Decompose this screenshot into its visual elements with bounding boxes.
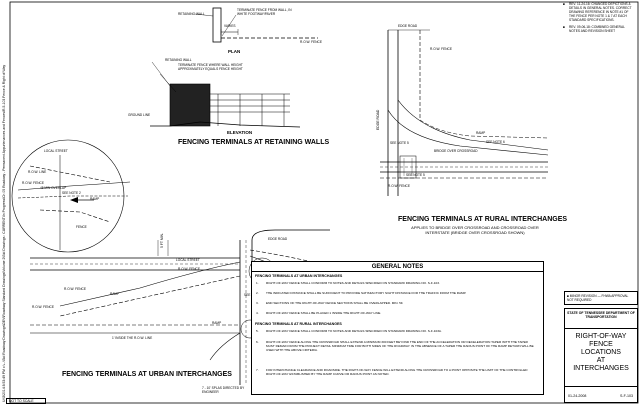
note-item: 1. RIGHT-OF-WAY FENCE SHALL CONFORM TO N… [256, 281, 536, 285]
label-edge-road-rural-2: EDGE ROAD [376, 109, 380, 130]
title-block: STATE OF TENNESSEE DEPARTMENT OF TRANSPO… [564, 308, 638, 403]
sheet-number: S-F-103 [620, 394, 633, 398]
label-see-note-6-rural: SEE NOTE 6 [486, 140, 505, 144]
title-block-footer: 01-24-2008 S-F-103 [565, 389, 637, 403]
note-number: 7. [256, 368, 259, 372]
label-fence-detail: FENCE [76, 225, 87, 229]
rural-interchange [380, 29, 549, 196]
label-retaining-wall: RETAINING WALL [178, 12, 205, 16]
label-ramp-urban: RAMP [110, 292, 120, 296]
revision-legend: ■ REV. 11-24-16: CHANGED DEPICTIONS & DE… [563, 2, 638, 50]
plan-label: PLAN [228, 49, 241, 54]
sheet-title-line: AT [596, 357, 606, 364]
sheet-title-line: LOCATIONS [581, 349, 621, 356]
label-row-fence-urban-3: R.O.W. FENCE [32, 305, 54, 309]
detail-circle [11, 139, 131, 253]
note-text: THE INDICATED DISTANCE SHALL BE SUFFICIE… [266, 291, 467, 295]
caption-urban: FENCING TERMINALS AT URBAN INTERCHANGES [62, 371, 232, 378]
note-number: 2. [256, 291, 259, 295]
note-number: 3. [256, 301, 259, 305]
label-ground-line: GROUND LINE [128, 113, 151, 117]
agency-name: STATE OF TENNESSEE DEPARTMENT OF TRANSPO… [565, 309, 637, 329]
notes-section-rural: FENCING TERMINALS AT RURAL INTERCHANGES [255, 322, 342, 326]
ramp-splas-note: 7 - 10' SPLAS DIRECTED BY ENGINEER [202, 386, 245, 394]
label-row-fence-urban-2: R.O.W. FENCE [64, 287, 86, 291]
note-item: 6. RIGHT-OF-WAY FENCE ALONG THE CROSSROA… [256, 340, 536, 352]
note-item: 5. RIGHT-OF-WAY FENCE SHALL CONFORM TO N… [256, 329, 536, 333]
label-terminate-fence: TERMINATE FENCE FROM WALL, IN WHITE FOOT… [237, 8, 292, 16]
legend-item: ■ REV. 09-06-18: COMBINED GENERAL NOTES … [563, 25, 638, 33]
note-text: RIGHT-OF-WAY FENCE SHALL CONFORM TO NOTE… [266, 329, 442, 333]
caption-rural-sub: APPLIES TO BRIDGE OVER CROSSROAD AND CRO… [411, 225, 539, 235]
label-fence-min: 5 FT MIN. [160, 232, 164, 248]
legend-bullet-icon: ■ [563, 2, 565, 6]
sheet-title-line: FENCE [589, 341, 613, 348]
note-item: 4. RIGHT-OF-WAY FENCE SHALL BE PLACED 1 … [256, 311, 536, 315]
label-row-line-detail: R.O.W. LINE [28, 170, 47, 174]
legend-text: REV. 11-24-16: CHANGED DEPICTIONS & DETA… [569, 2, 632, 22]
notes-section-urban: FENCING TERMINALS AT URBAN INTERCHANGES [255, 274, 343, 278]
revision-note: ■ MINOR REVISION — FHWA APPROVAL NOT REQ… [564, 291, 638, 305]
caption-retaining-walls: FENCING TERMINALS AT RETAINING WALLS [178, 139, 330, 146]
label-local-street-detail: LOCAL STREET [44, 149, 68, 153]
label-see-note-5-rural: SEE NOTE 5 [390, 141, 409, 145]
label-edge-road-urban: EDGE ROAD [268, 237, 288, 241]
retaining-wall-elevation [150, 61, 301, 128]
general-notes-title: GENERAL NOTES [252, 262, 543, 272]
sheet-title: RIGHT-OF-WAY FENCE LOCATIONS AT INTERCHA… [565, 329, 637, 387]
label-overlap-detail: 45 MIN OVERLAP [40, 186, 67, 190]
label-ramp-detail: RAMP [90, 197, 100, 201]
note-text: RIGHT-OF-WAY FENCE SHALL CONFORM TO NOTE… [266, 281, 440, 285]
elevation-label: ELEVATION [227, 130, 253, 135]
label-bridge: BRIDGE OVER CROSSROAD [434, 149, 478, 153]
legend-item: ■ REV. 11-24-16: CHANGED DEPICTIONS & DE… [563, 2, 638, 22]
label-row-fence-rural-2: R.O.W. FENCE [388, 184, 410, 188]
note-text: RIGHT-OF-WAY FENCE SHALL BE PLACED 1 INS… [266, 311, 382, 315]
label-varies: VARIES [224, 24, 236, 28]
note-number: 5. [256, 329, 259, 333]
note-number: 1. [256, 281, 259, 285]
general-notes-box: GENERAL NOTES FENCING TERMINALS AT URBAN… [251, 261, 544, 395]
note-number: 6. [256, 340, 259, 344]
label-ramp-urban-2: RAMP [212, 321, 222, 325]
note-item: 7. FOR INTERCHANGE CLEARANCE AND ROADSID… [256, 368, 536, 376]
legend-bullet-icon: ■ [563, 25, 565, 29]
sheet-title-line: RIGHT-OF-WAY [575, 333, 627, 340]
label-see-note-detail: SEE NOTE 2 [62, 191, 81, 195]
label-see-note-5-rural-2: SEE NOTE 5 [406, 173, 425, 177]
caption-rural: FENCING TERMINALS AT RURAL INTERCHANGES [398, 216, 568, 223]
label-row-fence-urban: R.O.W. FENCE [178, 267, 200, 271]
label-row-fence: R.O.W. FENCE [300, 40, 322, 44]
label-terminate-height: TERMINATE FENCE WHERE WALL HEIGHT APPROX… [178, 63, 243, 71]
sheet-title-line: INTERCHANGES [573, 365, 629, 372]
note-text: FOR INTERCHANGE CLEARANCE AND ROADSIDE. … [266, 368, 528, 376]
label-row-fence-rural: R.O.W. FENCE [430, 47, 452, 51]
note-text: RIGHT-OF-WAY FENCE ALONG THE CROSSROAD S… [266, 340, 534, 352]
legend-text: REV. 09-06-18: COMBINED GENERAL NOTES AN… [569, 25, 625, 33]
note-text: END SECTIONS OF THE RIGHT-OF-WAY FENCE S… [266, 301, 404, 305]
retaining-wall-plan [194, 7, 318, 43]
note-item: 3. END SECTIONS OF THE RIGHT-OF-WAY FENC… [256, 301, 536, 305]
note-item: 2. THE INDICATED DISTANCE SHALL BE SUFFI… [256, 291, 536, 295]
label-local-street-urban: LOCAL STREET [176, 258, 200, 262]
label-ramp-rural: RAMP [476, 131, 486, 135]
label-inside-row: 1' INSIDE THE R.O.W. LINE [112, 336, 153, 340]
note-number: 4. [256, 311, 259, 315]
scale-tag: NOT TO SCALE [6, 398, 46, 404]
label-edge-road-rural: EDGE ROAD [398, 24, 418, 28]
sheet-date: 01-24-2008 [568, 394, 587, 398]
label-retaining-wall-2: RETAINING WALL [165, 58, 192, 62]
label-row-fence-detail: R.O.W. FENCE [22, 181, 44, 185]
